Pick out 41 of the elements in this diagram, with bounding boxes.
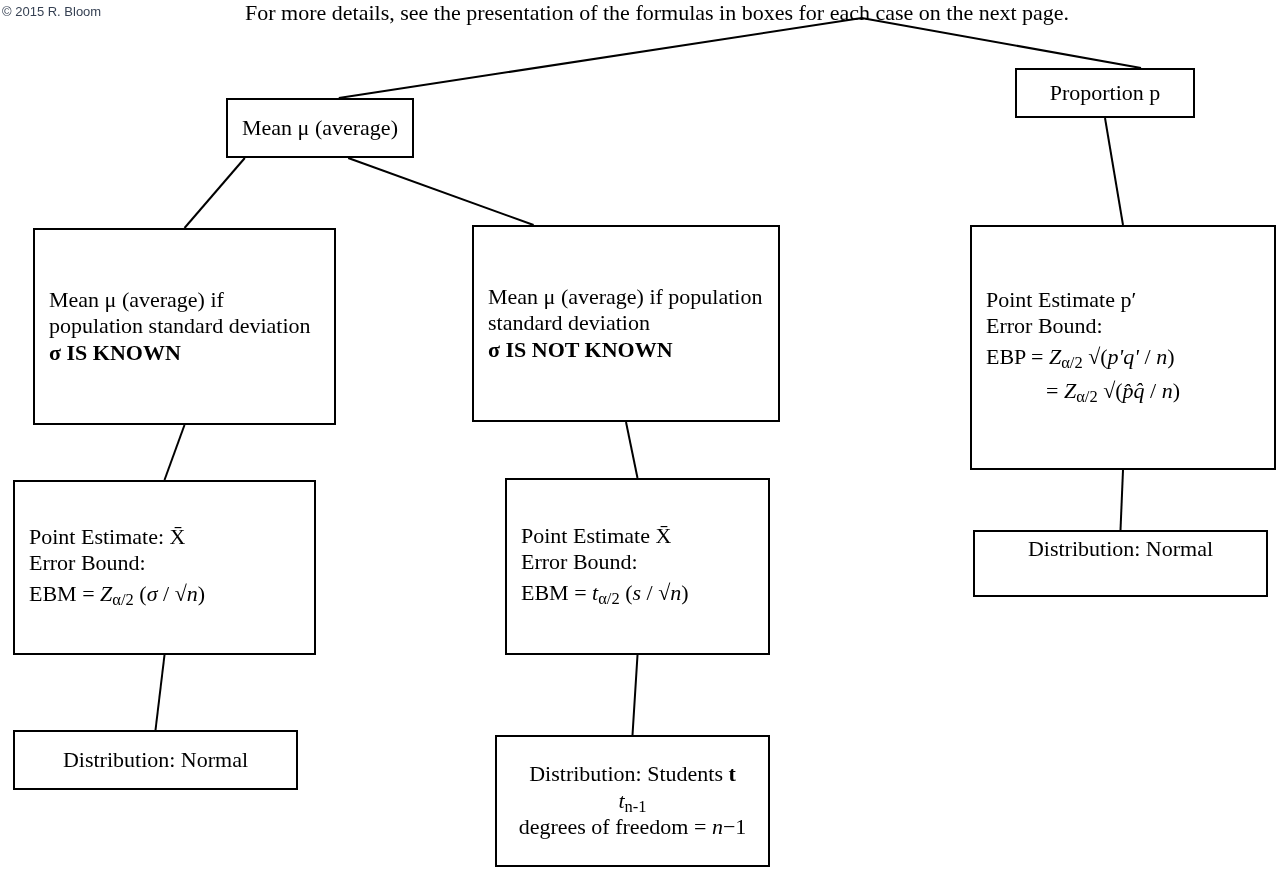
process-box (970, 225, 1276, 470)
connector-line (163, 424, 186, 481)
box-text: Distribution: Students t (528, 761, 737, 788)
box-text: t$_{n-1}$ (617, 787, 648, 815)
box-text: Distribution: Normal (62, 746, 249, 774)
process-box (33, 228, 336, 425)
connector-line (337, 17, 863, 99)
box-text: EBM = Z$_{α/2}$ (σ / √n) (29, 580, 207, 608)
box-text: Mean μ (average) (242, 114, 398, 142)
process-box (13, 730, 298, 790)
connector-line (625, 421, 639, 479)
process-box (1015, 68, 1195, 118)
copyright-note: © 2015 R. Bloom (2, 3, 102, 21)
connector-line (631, 654, 639, 736)
process-box (495, 735, 770, 867)
connector-line (183, 157, 246, 229)
process-box (973, 530, 1268, 597)
box-text: Point Estimate: X̄ (29, 523, 187, 551)
box-text: σ IS NOT KNOWN (488, 336, 674, 364)
box-text: Error Bound: (986, 313, 1104, 340)
box-text: degrees of freedom = n−1 (517, 814, 748, 841)
connector-line (154, 654, 166, 731)
process-box (472, 225, 780, 422)
box-text: EBP = Z$_{α/2}$ √(p'q' / n) (986, 343, 1176, 370)
box-text: Distribution: Normal (1027, 536, 1214, 563)
box-text: Error Bound: (29, 550, 147, 577)
box-text: Point Estimate p′ (986, 286, 1138, 314)
note-text-line: For more details, see the presentation of the formulas in boxes for each case on the next page. (245, 0, 1070, 27)
connector-line (860, 17, 1142, 69)
box-text: Error Bound: (521, 549, 639, 576)
connector-line (1119, 469, 1124, 531)
box-text: Point Estimate X̄ (521, 522, 673, 550)
box-text: σ IS KNOWN (49, 339, 182, 367)
box-text: EBM = t$_{α/2}$ (s / √n) (521, 579, 690, 607)
box-text: = Z$_{α/2}$ √(p̂q̂ / n) (1045, 377, 1181, 405)
connector-line (347, 157, 535, 226)
process-box (13, 480, 316, 655)
process-box (226, 98, 414, 158)
connector-line (1104, 117, 1124, 226)
box-text: Proportion p (1049, 79, 1161, 107)
process-box (505, 478, 770, 655)
